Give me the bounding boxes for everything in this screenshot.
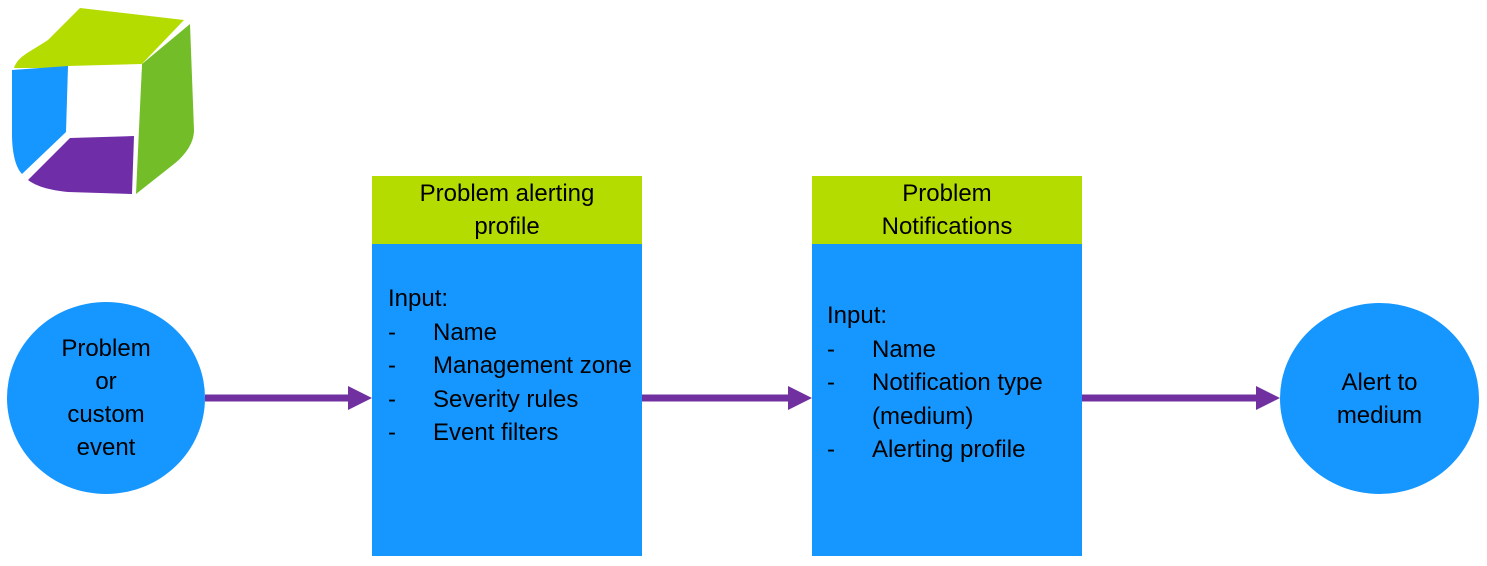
arrow-start-to-alerting-profile <box>205 386 372 410</box>
notifications-body: Input: - Name - Notification type (medium)… <box>812 244 1082 467</box>
alerting-profile-body: Input: - Name - Management zone - Severity … <box>372 244 642 450</box>
end-node-alert-to-medium: Alert to medium <box>1280 303 1479 494</box>
end-node-label: Alert to medium <box>1336 368 1423 429</box>
start-node-problem-or-custom-event: Problem or custom event <box>7 302 205 494</box>
list-item: - Name <box>388 316 633 350</box>
list-item: - Management zone <box>388 349 633 383</box>
list-item-text: Notification type (medium) <box>872 369 1043 430</box>
alerting-profile-input-label: Input: <box>388 285 449 312</box>
list-item-text: Event filters <box>433 419 559 446</box>
bullet-dash: - <box>388 419 396 446</box>
list-item: - Name <box>827 333 1072 367</box>
arrow-alerting-profile-to-notifications <box>642 386 812 410</box>
list-item-text: Name <box>433 318 498 346</box>
alerting-profile-box: Problem alerting profile Input: - Name - M… <box>372 176 642 556</box>
list-item: - Alerting profile <box>827 433 1072 467</box>
list-item-text: Severity rules <box>433 385 579 413</box>
bullet-dash: - <box>827 369 835 396</box>
bullet-dash: - <box>827 335 835 363</box>
notifications-header: Problem Notifications <box>812 176 1082 244</box>
list-item-text: Alerting profile <box>872 436 1026 463</box>
list-item-text: Management zone <box>433 352 632 379</box>
alerting-profile-input-list: - Name - Management zone - Severity rules -… <box>388 316 642 450</box>
alerting-profile-title: Problem alerting profile <box>419 180 595 240</box>
list-item: - Event filters <box>388 416 633 450</box>
notifications-title: Problem Notifications <box>881 180 1013 240</box>
list-item-text: Name <box>872 335 937 363</box>
list-item: - Notification type (medium) <box>827 366 1072 433</box>
bullet-dash: - <box>388 352 396 379</box>
dynatrace-logo-icon <box>12 8 194 194</box>
alerting-profile-header: Problem alerting profile <box>372 176 642 244</box>
list-item: - Severity rules <box>388 383 633 417</box>
bullet-dash: - <box>388 318 396 346</box>
arrow-notifications-to-end <box>1082 386 1280 410</box>
notifications-input-label: Input: <box>827 302 888 329</box>
notifications-box: Problem Notifications Input: - Name - Noti… <box>812 176 1082 556</box>
bullet-dash: - <box>827 436 835 463</box>
notifications-input-list: - Name - Notification type (medium) - Alert… <box>827 333 1082 467</box>
start-node-label: Problem or custom event <box>61 335 151 461</box>
bullet-dash: - <box>388 385 396 413</box>
